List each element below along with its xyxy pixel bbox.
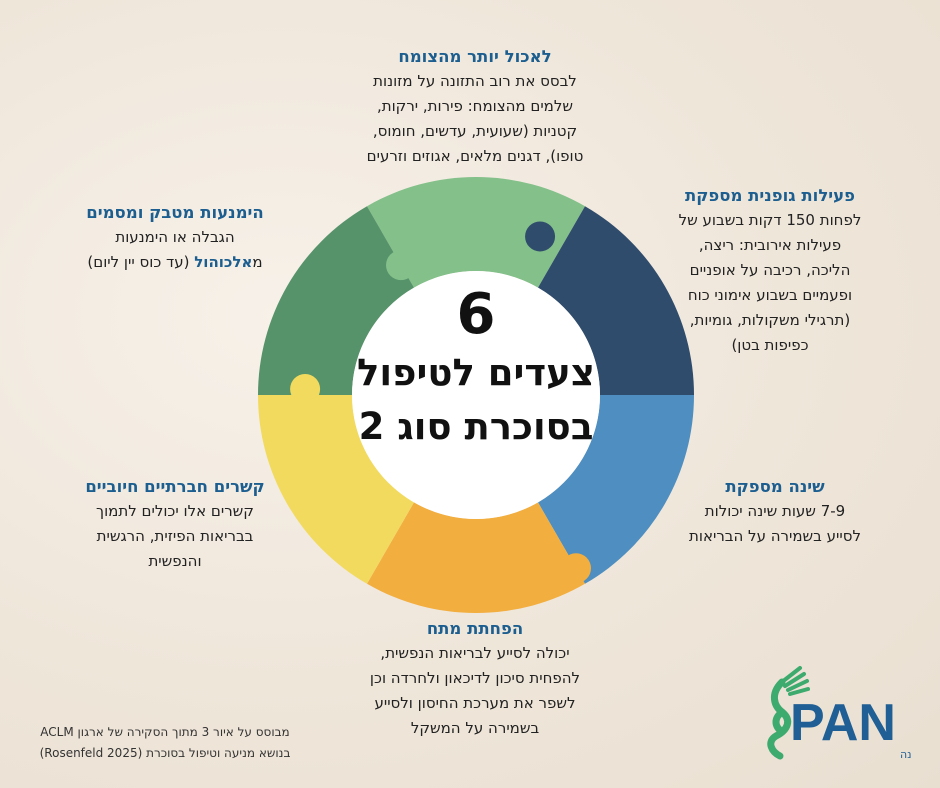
puzzle-knob	[386, 250, 416, 281]
center-line-2: בסוכרת סוג 2	[358, 405, 594, 448]
puzzle-knob	[290, 374, 321, 405]
block-line: קשרים אלו יכולים לתמוך	[96, 502, 254, 520]
center-circle	[352, 271, 600, 519]
puzzle-knob	[561, 553, 591, 584]
credit-line: בנושא מניעה וטיפול בסוכרת (Rosenfeld 202…	[39, 746, 291, 760]
block-line: יכולה לסייע לבריאות הנפשית,	[380, 644, 570, 662]
block-line: לשפר את מערכת החיסון ולסייע	[374, 694, 576, 712]
text-prefix: מ	[252, 253, 263, 271]
block-line: ופעמיים בשבוע אימוני כוח	[687, 286, 853, 304]
block-line: להפחית סיכון לדיכאון ולחרדה וכן	[369, 669, 581, 687]
block-line: בבריאות הפיזית, הרגשית	[96, 527, 254, 545]
block-physical-activity: פעילות גופנית מספקת לפחות 150 דקות בשבוע…	[650, 184, 890, 358]
block-line: קטניות (שעועית, עדשים, חומוס,	[372, 122, 578, 140]
segment-eat-plants	[367, 177, 585, 288]
source-credit: מבוסס על איור 3 מתוך הסקירה של ארגון ACL…	[30, 722, 300, 764]
pan-logo: PAN ארגון רופאים לתזונה	[752, 662, 940, 762]
block-line: בשמירה על המשקל	[410, 719, 540, 737]
block-stress: הפחתת מתח יכולה לסייע לבריאות הנפשית, להפ…	[330, 617, 620, 741]
svg-text:ארגון רופאים לתזונה: ארגון רופאים לתזונה	[900, 748, 912, 761]
block-line: 7-9 שעות שינה יכולות	[704, 502, 846, 520]
block-title: הימנעות מטבק ומסמים	[86, 203, 264, 222]
block-social: קשרים חברתיים חיוביים קשרים אלו יכולים ל…	[60, 475, 290, 574]
center-title: 6 צעדים לטיפול בסוכרת סוג 2	[351, 270, 601, 520]
segment-stress	[367, 502, 585, 613]
block-title: פעילות גופנית מספקת	[684, 186, 856, 205]
center-line-1: צעדים לטיפול	[357, 351, 595, 394]
block-eat-plants: לאכול יותר מהצומח לבסס את רוב התזונה על …	[330, 45, 620, 169]
puzzle-knob	[525, 221, 556, 252]
block-line: והנפשית	[148, 552, 202, 570]
block-line: הגבלה או הימנעות	[115, 228, 235, 246]
block-avoid-substances: הימנעות מטבק ומסמים הגבלה או הימנעות מאלכ…	[65, 201, 285, 275]
block-line: (תרגילי משקולות, גומיות,	[689, 311, 851, 329]
center-number: 6	[456, 282, 496, 347]
block-title: לאכול יותר מהצומח	[398, 47, 552, 66]
fork-caduceus-icon: PAN ארגון רופאים לתזונה	[767, 666, 940, 761]
segment-social	[258, 395, 414, 584]
block-line: הליכה, רכיבה על אופניים	[689, 261, 851, 279]
block-line: לסייע בשמירה על הבריאות	[689, 527, 861, 545]
block-title: קשרים חברתיים חיוביים	[85, 477, 265, 496]
block-line: לפחות 150 דקות בשבוע של	[678, 211, 862, 229]
block-line: שלמים מהצומח: פירות, ירקות,	[376, 97, 574, 115]
text-suffix: (עד כוס יין ליום)	[87, 253, 195, 271]
segment-physical-activity	[538, 206, 694, 395]
block-line: לבסס את רוב התזונה על מזונות	[373, 72, 577, 90]
block-title: שינה מספקת	[725, 477, 825, 496]
block-sleep: שינה מספקת 7-9 שעות שינה יכולות לסייע בשמ…	[660, 475, 890, 549]
segment-sleep	[538, 395, 694, 584]
alcohol-highlight: אלכוהול	[194, 253, 253, 271]
block-line: פעילות אירובית: ריצה,	[698, 236, 842, 254]
credit-line: מבוסס על איור 3 מתוך הסקירה של ארגון ACL…	[40, 725, 290, 739]
block-line: מאלכוהול (עד כוס יין ליום)	[65, 250, 285, 275]
block-line: כפיפות בטן)	[731, 336, 809, 354]
puzzle-knob	[630, 400, 661, 431]
segment-avoid-substances	[258, 206, 414, 395]
block-line: טופו), דגנים מלאים, אגוזים וזרעים	[366, 147, 584, 165]
svg-text:PAN: PAN	[790, 694, 896, 752]
block-title: הפחתת מתח	[426, 619, 524, 638]
